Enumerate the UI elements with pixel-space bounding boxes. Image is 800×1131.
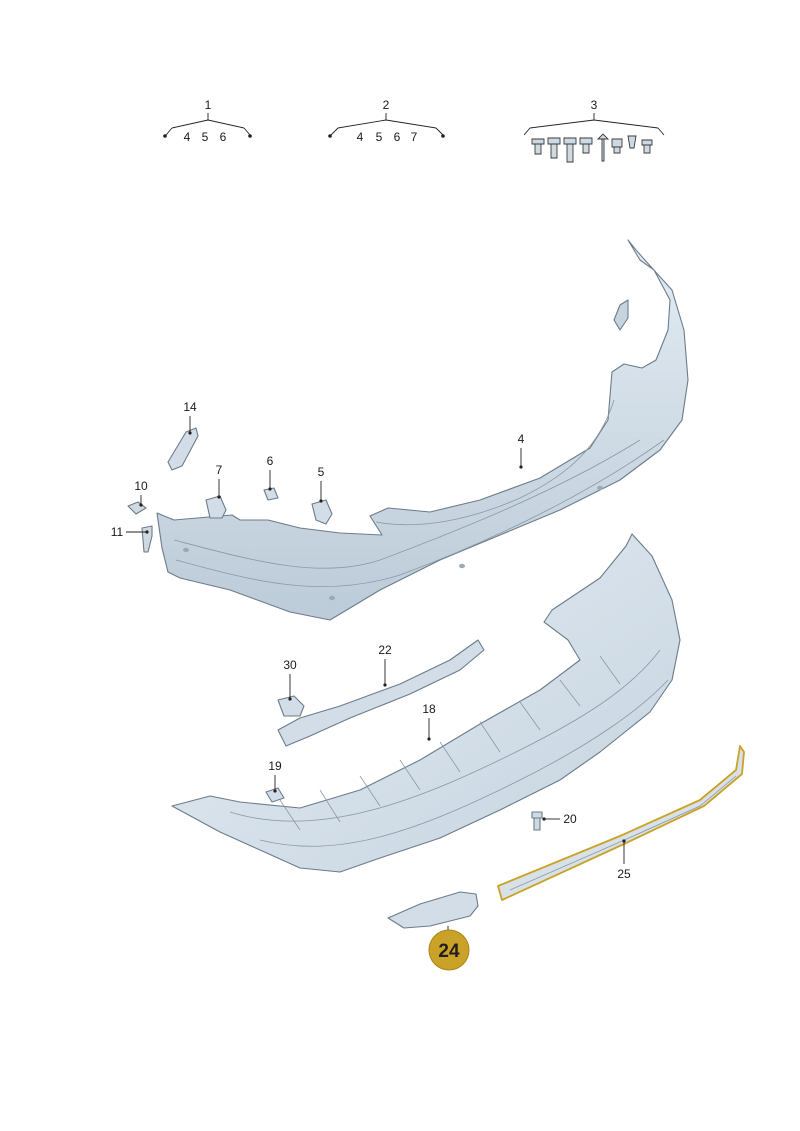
svg-text:30: 30 [283,658,297,672]
svg-text:7: 7 [216,463,223,477]
callout-14: 14 [183,400,197,435]
bracket-5 [311,499,333,525]
callout-25: 25 [617,839,631,881]
kit-group-1: 1 4 5 6 [163,98,252,144]
bracket-14 [167,427,199,471]
screw-11 [141,525,153,553]
trim-strip-25 [497,745,745,901]
svg-text:5: 5 [318,465,325,479]
lower-diffuser [171,533,681,873]
svg-text:19: 19 [268,759,282,773]
callout-7: 7 [216,463,223,499]
callout-20: 20 [542,812,577,826]
highlight-badge-label[interactable]: 24 [438,941,460,962]
kit-group-2-item-2: 5 [376,130,383,144]
kit-group-1-item-1: 4 [184,130,191,144]
kit-group-2-item-4: 7 [411,130,418,144]
kit-group-2-item-3: 6 [394,130,401,144]
callout-4: 4 [518,432,525,469]
callout-5: 5 [318,465,325,503]
rear-bumper-cover [156,239,689,621]
kit-group-1-item-3: 6 [220,130,227,144]
svg-text:20: 20 [563,812,577,826]
callout-11: 11 [111,525,149,539]
svg-text:22: 22 [378,643,392,657]
clip-7 [205,495,227,519]
svg-text:25: 25 [617,867,631,881]
bracket-22 [277,639,485,747]
callout-6: 6 [267,454,274,491]
clip-19 [265,787,285,803]
kit-group-1-label: 1 [205,98,212,112]
kit-group-2-item-1: 4 [357,130,364,144]
kit-group-3-label: 3 [591,98,598,112]
kit-group-1-item-2: 5 [202,130,209,144]
kit-group-2: 2 4 5 6 7 [328,98,445,144]
callout-18: 18 [422,702,436,741]
screw-20 [531,811,543,831]
highlight-badge-circle[interactable] [428,929,470,971]
svg-text:10: 10 [134,479,148,493]
svg-text:4: 4 [518,432,525,446]
kit-group-2-label: 2 [383,98,390,112]
callout-22: 22 [378,643,392,687]
highlight-badge-24[interactable]: 24 [428,926,470,971]
svg-text:18: 18 [422,702,436,716]
clip-30 [277,695,305,717]
svg-text:11: 11 [111,525,124,539]
callout-19: 19 [268,759,282,793]
callout-10: 10 [134,479,148,507]
screw-10 [127,501,147,515]
svg-text:14: 14 [183,400,197,414]
trim-piece-24 [387,891,479,929]
callout-30: 30 [283,658,297,701]
svg-text:6: 6 [267,454,274,468]
kit-group-3: 3 [523,98,665,163]
fastener-set-icon [531,133,653,163]
